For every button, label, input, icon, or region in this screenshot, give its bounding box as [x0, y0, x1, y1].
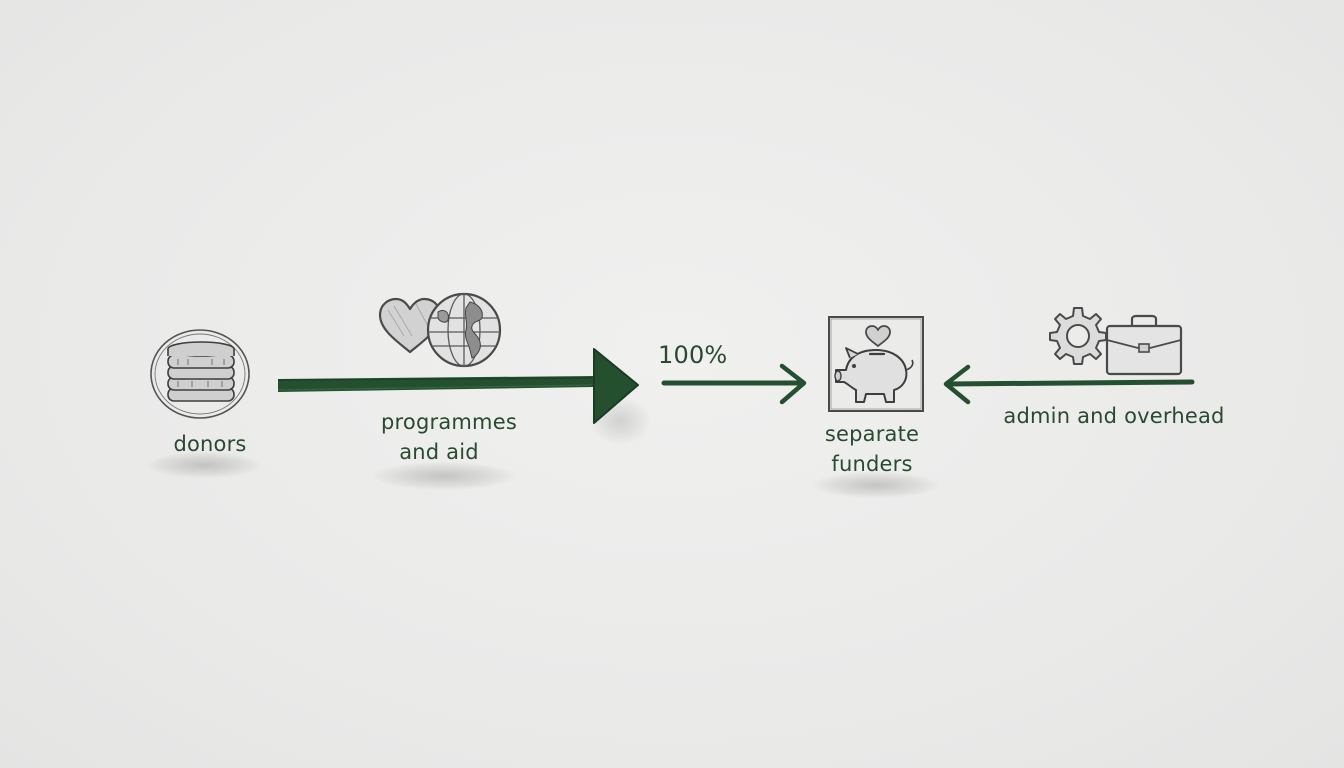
admin-arrow: [943, 364, 1195, 405]
programmes-label-line1: programmes: [381, 410, 517, 434]
funders-smudge: [814, 472, 938, 498]
funders-label-line1: separate: [824, 422, 920, 446]
briefcase-icon: [1105, 314, 1183, 376]
donors-label: donors: [173, 432, 247, 456]
percent-arrow: [661, 363, 807, 405]
programmes-arrow: [277, 348, 639, 424]
percent-label: 100%: [658, 341, 728, 369]
piggy-bank-icon: [828, 316, 924, 412]
programmes-label-line2: and aid: [399, 440, 479, 464]
gear-icon: [1049, 307, 1107, 365]
donors-smudge: [148, 452, 260, 478]
funders-label-line2: funders: [831, 452, 913, 476]
admin-label: admin and overhead: [1003, 404, 1225, 428]
programmes-smudge: [374, 462, 514, 490]
coin-stack-icon: [150, 329, 250, 419]
globe-icon: [426, 292, 502, 368]
